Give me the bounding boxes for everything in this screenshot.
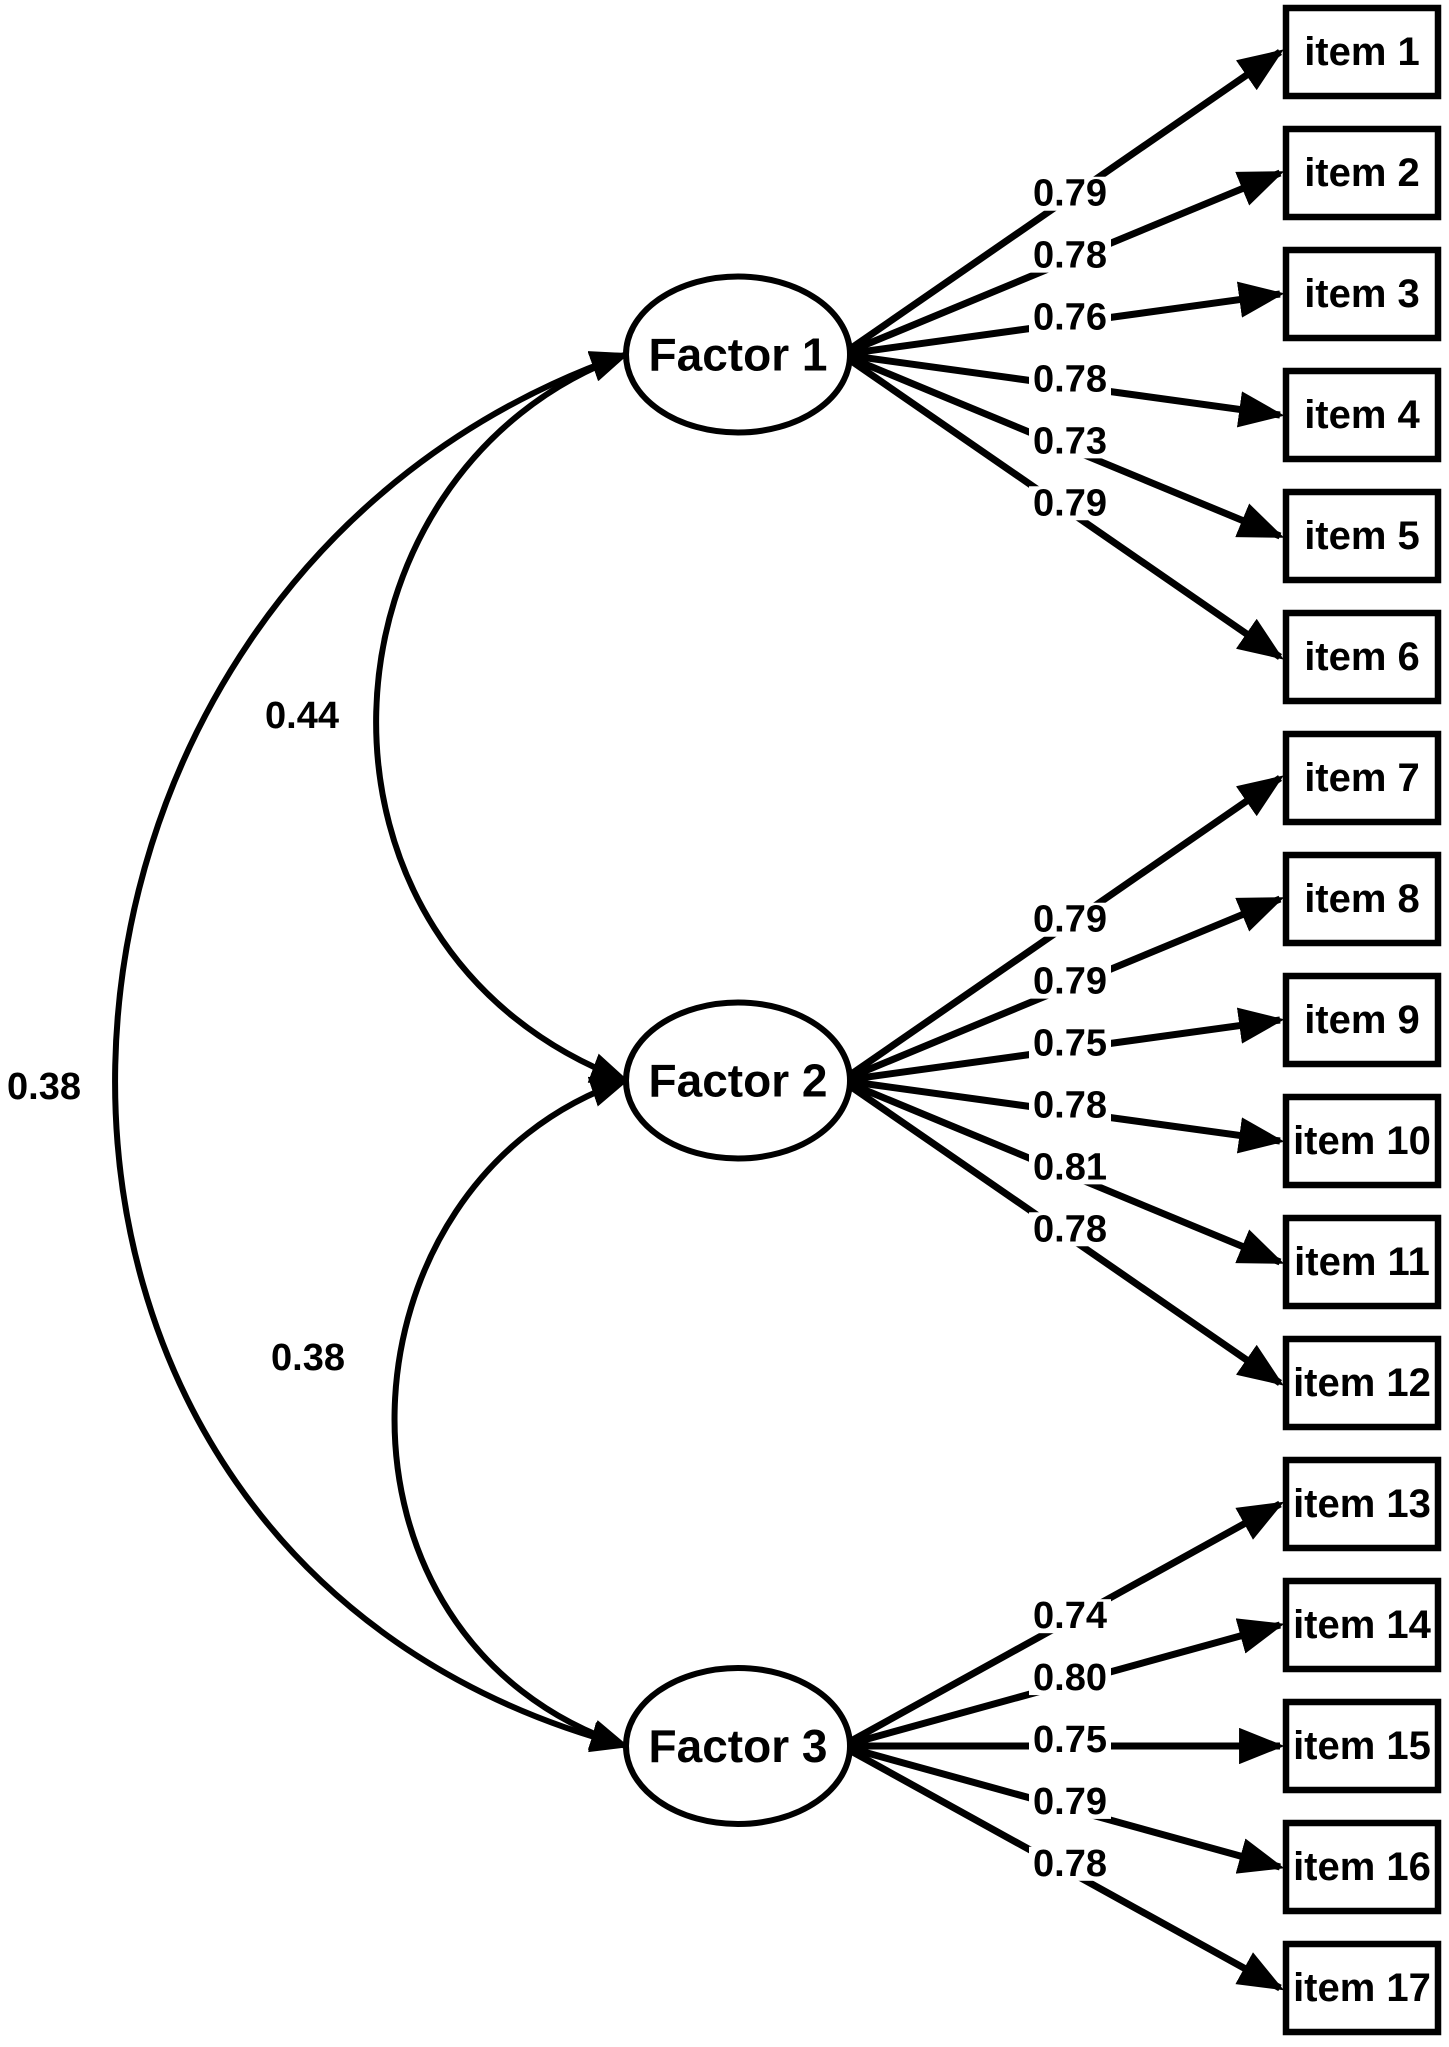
loading-label: 0.73 [1033, 420, 1107, 462]
item-box [1282, 609, 1442, 705]
item-box [1282, 488, 1442, 584]
loading-label: 0.79 [1033, 1781, 1107, 1823]
loading-label: 0.78 [1033, 358, 1107, 400]
factor-label: Factor 1 [649, 329, 828, 381]
item-box [1282, 1093, 1442, 1189]
item-box [1282, 1456, 1442, 1552]
item-label: item 11 [1294, 1240, 1430, 1284]
loading-label-backdrop [1029, 902, 1111, 937]
loading-label-backdrop [1029, 1661, 1111, 1696]
loading-label-backdrop [1029, 424, 1111, 459]
item-label: item 5 [1304, 514, 1420, 558]
item-box [1282, 1698, 1442, 1794]
item-box [1282, 1335, 1442, 1431]
item-label: item 16 [1293, 1845, 1431, 1889]
loading-label-backdrop [1029, 1088, 1111, 1123]
loading-label: 0.80 [1033, 1657, 1107, 1699]
loading-label: 0.76 [1033, 297, 1107, 339]
correlation-label: 0.38 [271, 1337, 345, 1379]
correlation-label-backdrop [268, 1341, 348, 1375]
correlation-label-backdrop [262, 699, 342, 733]
item-box [1282, 4, 1442, 100]
loading-label: 0.78 [1033, 1084, 1107, 1126]
correlation-curve [112, 351, 630, 1753]
item-label: item 14 [1293, 1603, 1432, 1647]
item-box [1282, 125, 1442, 221]
item-box [1282, 367, 1442, 463]
item-label: item 4 [1304, 393, 1420, 437]
loading-label-backdrop [1029, 1784, 1111, 1819]
loading-label: 0.79 [1033, 173, 1107, 215]
correlation-curve [373, 351, 630, 1084]
item-box [1282, 1577, 1442, 1673]
loading-label: 0.81 [1033, 1146, 1107, 1188]
loading-label-backdrop [1029, 1723, 1111, 1757]
item-label: item 17 [1293, 1966, 1431, 2010]
item-box [1282, 1940, 1442, 2036]
factor-label: Factor 2 [649, 1055, 828, 1107]
loading-label: 0.79 [1033, 961, 1107, 1003]
loading-label: 0.78 [1033, 1208, 1107, 1250]
loading-label: 0.79 [1033, 482, 1107, 524]
item-label: item 8 [1304, 877, 1420, 921]
loading-label-backdrop [1029, 300, 1111, 335]
correlation-label: 0.38 [7, 1066, 81, 1108]
item-label: item 9 [1304, 998, 1420, 1042]
item-label: item 7 [1304, 756, 1420, 800]
item-label: item 15 [1293, 1724, 1431, 1768]
factor-ellipse [623, 1665, 853, 1827]
item-box [1282, 730, 1442, 826]
loading-label-backdrop [1029, 964, 1111, 999]
correlation-label: 0.44 [265, 695, 339, 737]
item-box [1282, 1819, 1442, 1915]
loading-label-backdrop [1029, 176, 1111, 211]
loading-label-backdrop [1029, 1846, 1111, 1881]
loading-label: 0.78 [1033, 1843, 1107, 1885]
loading-label: 0.75 [1033, 1023, 1107, 1065]
correlation-label-backdrop [4, 1070, 84, 1104]
item-box [1282, 972, 1442, 1068]
item-box [1282, 246, 1442, 342]
item-label: item 3 [1304, 272, 1420, 316]
loading-label: 0.78 [1033, 235, 1107, 277]
factor-ellipse [623, 999, 853, 1162]
loading-label: 0.79 [1033, 899, 1107, 941]
loading-label-backdrop [1029, 238, 1111, 273]
item-box [1282, 1214, 1442, 1310]
loading-label-backdrop [1029, 1026, 1111, 1061]
loading-label-backdrop [1029, 1599, 1111, 1634]
item-label: item 10 [1293, 1119, 1431, 1163]
item-label: item 1 [1304, 30, 1420, 74]
item-label: item 13 [1293, 1482, 1431, 1526]
factor-ellipse [623, 273, 853, 436]
item-box [1282, 851, 1442, 947]
loading-label-backdrop [1029, 486, 1111, 521]
loading-label: 0.74 [1033, 1595, 1107, 1637]
item-label: item 6 [1304, 635, 1420, 679]
loading-label: 0.75 [1033, 1719, 1107, 1761]
factor-label: Factor 3 [649, 1720, 828, 1772]
loading-label-backdrop [1029, 362, 1111, 397]
loading-label-backdrop [1029, 1212, 1111, 1247]
item-label: item 2 [1304, 151, 1420, 195]
correlation-curve [391, 1076, 630, 1750]
item-label: item 12 [1293, 1361, 1431, 1405]
loading-label-backdrop [1029, 1150, 1111, 1185]
